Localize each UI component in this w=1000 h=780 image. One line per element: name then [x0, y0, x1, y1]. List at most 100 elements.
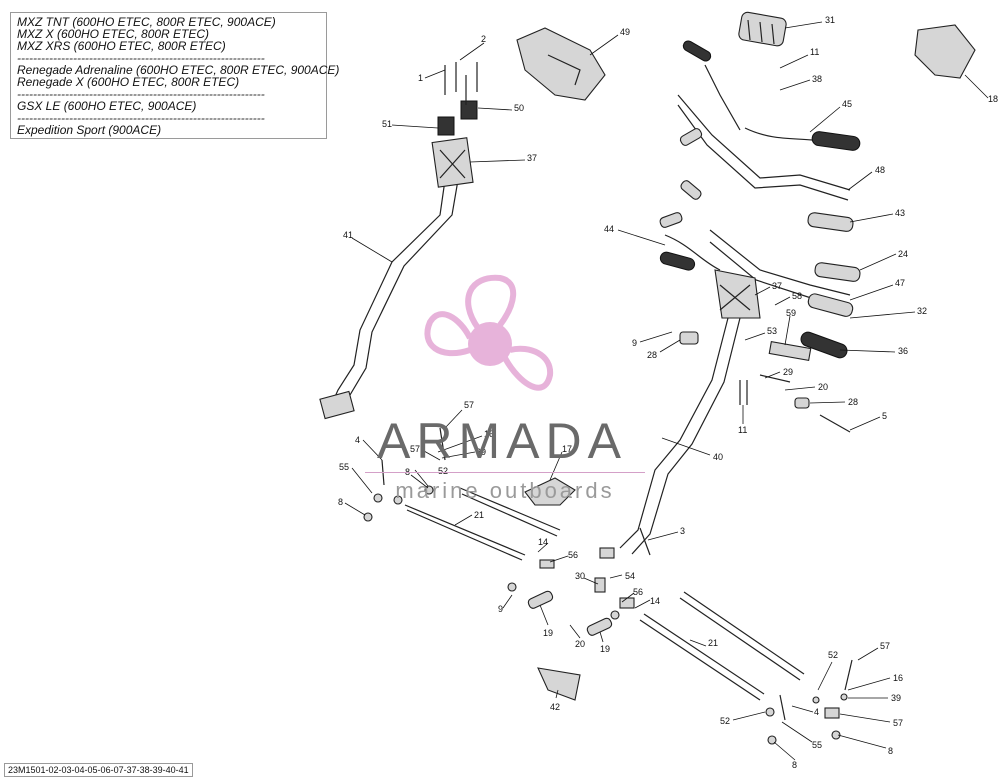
callout-label: 56: [568, 550, 578, 560]
callout-label: 14: [650, 596, 660, 606]
bolts-1-2: [444, 62, 478, 105]
handlebar-pad-49: [516, 27, 606, 101]
model-line: MXZ XRS (600HO ETEC, 800R ETEC): [17, 39, 226, 53]
model-line: MXZ TNT (600HO ETEC, 800R ETEC, 900ACE): [17, 15, 276, 29]
callout-label: 5: [882, 411, 887, 421]
callout-label: 1: [418, 73, 423, 83]
steering-column-right: [619, 269, 761, 555]
callout-label: 49: [620, 27, 630, 37]
handlebar-cover-18: [914, 24, 976, 79]
callout-label: 24: [898, 249, 908, 259]
callout-label: 36: [898, 346, 908, 356]
callout-label: 48: [875, 165, 885, 175]
heated-grip-36: [800, 331, 848, 359]
tie-rod-21-left: [404, 487, 561, 561]
callout-label: 57: [893, 718, 903, 728]
callout-label: 31: [825, 15, 835, 25]
callout-label: 29: [783, 367, 793, 377]
callout-label: 54: [625, 571, 635, 581]
model-separator: ----------------------------------------…: [17, 52, 265, 64]
grip-24: [814, 262, 861, 282]
callout-label: 57: [880, 641, 890, 651]
hardware-center: [679, 331, 851, 433]
callout-label: 55: [812, 740, 822, 750]
callout-label: 8: [338, 497, 343, 507]
callout-label: 53: [767, 326, 777, 336]
heated-grip-45: [744, 127, 861, 151]
handlebar-ends: [659, 128, 703, 228]
callout-label: 37: [527, 153, 537, 163]
watermark-brand: ARMADA: [377, 413, 627, 469]
callout-label: 4: [355, 435, 360, 445]
column-bracket-37-left: [431, 137, 474, 188]
callout-label: 41: [343, 230, 353, 240]
callout-label: 9: [632, 338, 637, 348]
steering-arm-17: [524, 477, 576, 506]
callout-label: 39: [476, 447, 486, 457]
callout-label: 44: [604, 224, 614, 234]
throttle-lever: [682, 40, 741, 131]
ball-joints: [527, 590, 613, 701]
callout-label: 16: [484, 429, 494, 439]
callout-label: 21: [474, 510, 484, 520]
callout-label: 18: [988, 94, 998, 104]
handlebar-48: [677, 94, 851, 201]
model-line: Expedition Sport (900ACE): [17, 123, 162, 137]
callout-label: 52: [828, 650, 838, 660]
callout-label: 14: [538, 537, 548, 547]
leader-lines: [344, 21, 989, 761]
callout-label: 56: [633, 587, 643, 597]
callout-label: 19: [600, 644, 610, 654]
callout-label: 19: [543, 628, 553, 638]
small-hardware: [363, 427, 853, 745]
grip-43: [807, 212, 854, 232]
callout-label: 58: [792, 291, 802, 301]
model-line: MXZ X (600HO ETEC, 800R ETEC): [17, 27, 210, 41]
tie-rod-21-right: [639, 591, 805, 701]
grip-32: [807, 293, 854, 317]
callout-label: 28: [848, 397, 858, 407]
model-separator: ----------------------------------------…: [17, 112, 265, 124]
applicable-models-box: MXZ TNT (600HO ETEC, 800R ETEC, 900ACE) …: [10, 12, 340, 139]
callout-label: 20: [818, 382, 828, 392]
callout-label: 57: [410, 444, 420, 454]
callout-label: 11: [810, 47, 819, 57]
callout-label: 42: [550, 702, 560, 712]
model-line: GSX LE (600HO ETEC, 900ACE): [17, 99, 197, 113]
watermark-divider: [365, 472, 645, 473]
callout-label: 11: [738, 425, 747, 435]
callout-label: 52: [720, 716, 730, 726]
watermark-tagline: marine outboards: [395, 478, 615, 503]
callout-label: 43: [895, 208, 905, 218]
callout-label: 8: [888, 746, 893, 756]
model-separator: ----------------------------------------…: [17, 88, 265, 100]
callout-label: 40: [713, 452, 723, 462]
callout-label: 55: [339, 462, 349, 472]
model-line: Renegade Adrenaline (600HO ETEC, 800R ET…: [17, 63, 340, 77]
callout-label: 16: [893, 673, 903, 683]
clamp-51-50: [437, 100, 478, 136]
steering-column-left: [319, 179, 459, 420]
callout-label: 50: [514, 103, 524, 113]
callout-label: 38: [812, 74, 822, 84]
propeller-logo-icon: [424, 274, 554, 391]
callout-label: 3: [680, 526, 685, 536]
callout-label: 20: [575, 639, 585, 649]
callout-label: 47: [895, 278, 905, 288]
callout-labels: 1 2 49 31 11 38 18 50 51 37 45 48 41 43 …: [338, 15, 998, 770]
callout-label: 21: [708, 638, 718, 648]
callout-label: 8: [792, 760, 797, 770]
callout-label: 52: [438, 466, 448, 476]
heated-grip-44: [659, 234, 721, 271]
callout-label: 32: [917, 306, 927, 316]
callout-label: 37: [772, 281, 782, 291]
callout-label: 2: [481, 34, 486, 44]
model-line: Renegade X (600HO ETEC, 800R ETEC): [17, 75, 240, 89]
callout-label: 30: [575, 571, 585, 581]
callout-label: 4: [814, 707, 819, 717]
callout-label: 57: [464, 400, 474, 410]
callout-label: 59: [786, 308, 796, 318]
diagram-reference-code: 23M1501-02-03-04-05-06-07-37-38-39-40-41: [4, 763, 193, 777]
callout-label: 9: [498, 604, 503, 614]
